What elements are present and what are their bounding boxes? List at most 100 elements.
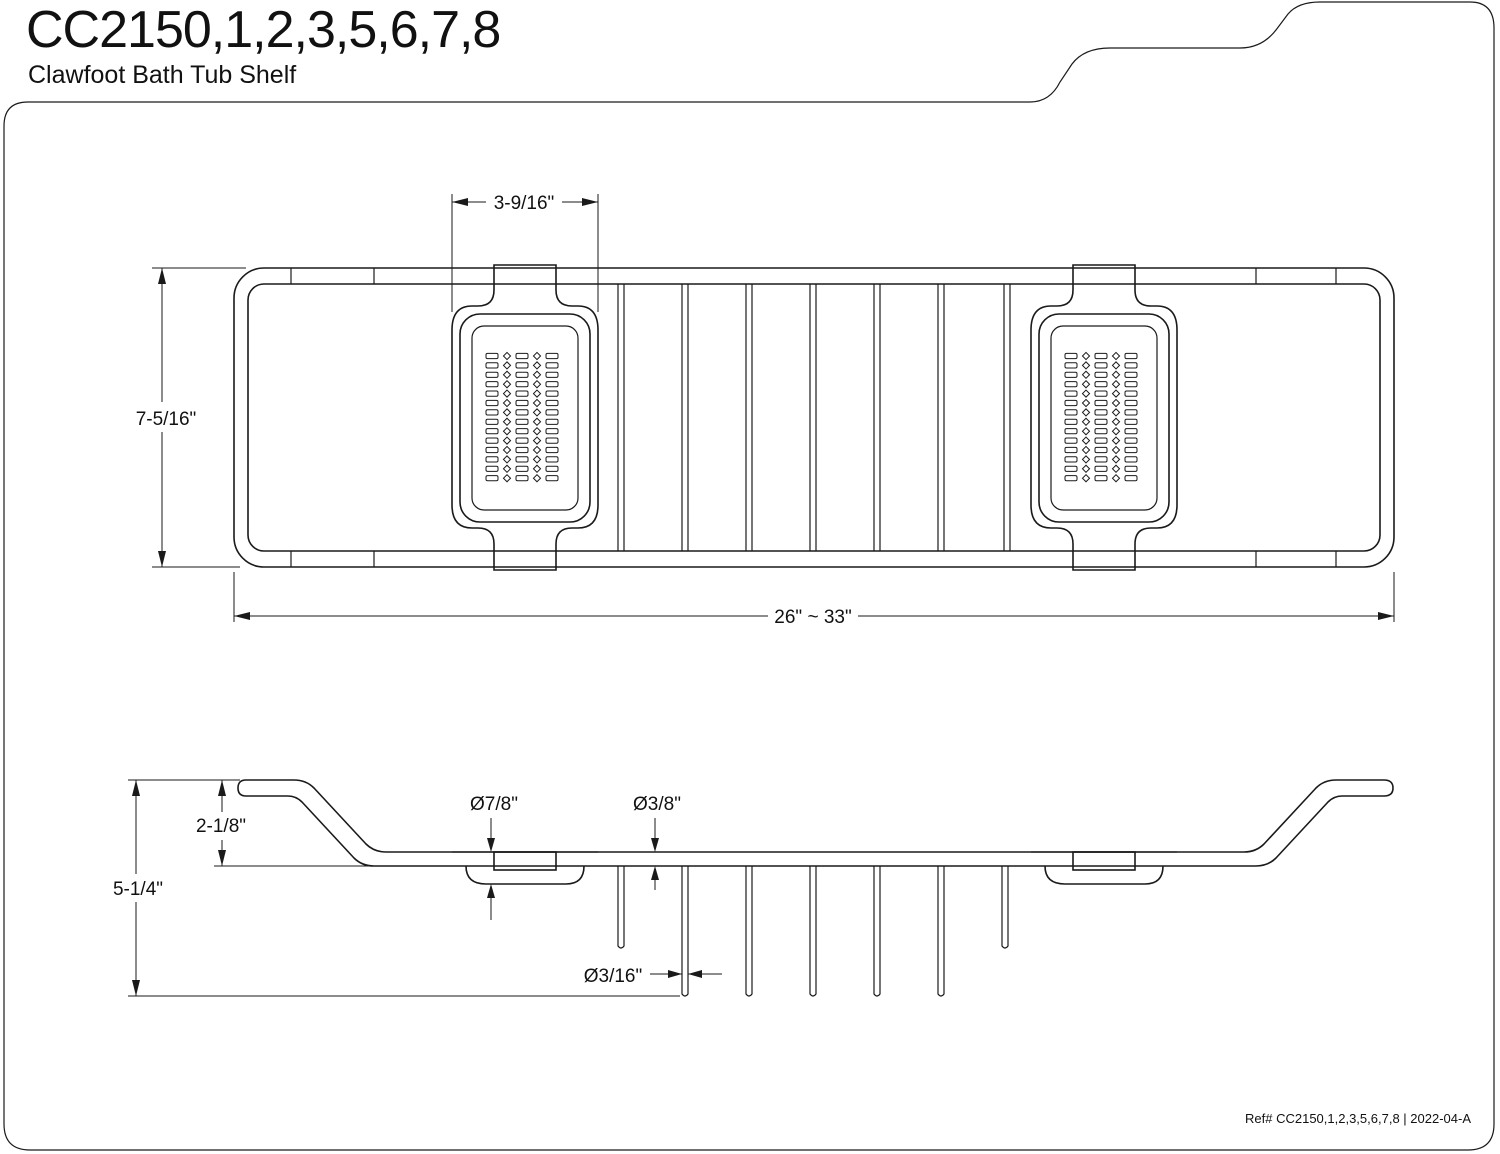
drain-slot xyxy=(515,475,529,482)
drain-slot xyxy=(1124,362,1138,369)
drain-slot xyxy=(485,475,499,482)
top-view: 3-9/16" 7-5/16" 26" ~ 33" xyxy=(130,193,1395,628)
drain-hole xyxy=(502,351,512,361)
rod-side xyxy=(937,866,945,997)
drain-slot xyxy=(1064,352,1078,360)
drain-slot xyxy=(545,399,559,407)
drain-hole xyxy=(532,436,542,445)
drain-hole xyxy=(532,445,542,455)
drain-hole xyxy=(1111,361,1121,370)
drain-slot xyxy=(1064,465,1078,472)
drain-hole xyxy=(1081,361,1091,370)
extension-joints xyxy=(290,268,1337,567)
drain-hole xyxy=(532,361,542,370)
drain-slot xyxy=(1064,437,1078,444)
drain-hole xyxy=(502,370,512,380)
drain-slot xyxy=(515,390,529,397)
drain-slot xyxy=(545,428,559,435)
drain-slot xyxy=(1064,409,1078,416)
dim-total-height: 5-1/4" xyxy=(104,779,680,997)
drain-hole xyxy=(502,398,512,408)
drain-slot xyxy=(515,362,529,369)
drain-slot xyxy=(485,409,499,416)
drain-slot xyxy=(1094,475,1108,482)
drain-slot xyxy=(515,428,529,435)
drain-hole xyxy=(1081,426,1091,436)
rod-side xyxy=(681,866,689,997)
frame-outer xyxy=(233,267,1395,568)
drain-hole xyxy=(502,436,512,445)
drain-hole xyxy=(1111,464,1121,474)
drain-slot xyxy=(515,352,529,360)
drain-hole xyxy=(532,464,542,474)
drain-slot xyxy=(1094,362,1108,369)
drain-slot xyxy=(485,371,499,378)
drain-hole xyxy=(532,408,542,417)
label-rise: 2-1/8" xyxy=(196,816,246,837)
drain-slot xyxy=(545,362,559,369)
drain-hole xyxy=(532,370,542,380)
drain-slot xyxy=(485,437,499,444)
drain-slot xyxy=(1094,381,1108,388)
dim-tray-diameter: Ø7/8" xyxy=(470,794,518,920)
drain-slot xyxy=(545,390,559,397)
drain-slot xyxy=(1094,409,1108,416)
drain-pattern-left xyxy=(485,351,559,483)
drain-slot xyxy=(1124,465,1138,472)
drain-hole xyxy=(1111,408,1121,417)
drain-slot xyxy=(1094,390,1108,397)
drain-slot xyxy=(545,381,559,388)
drain-slot xyxy=(1064,428,1078,435)
label-frame-diameter: Ø3/8" xyxy=(633,794,681,815)
drain-slot xyxy=(1124,399,1138,407)
drain-hole xyxy=(1081,436,1091,445)
label-total-height: 5-1/4" xyxy=(113,879,163,900)
drain-hole xyxy=(1081,445,1091,455)
drain-hole xyxy=(1081,464,1091,474)
drain-slot xyxy=(545,418,559,425)
drain-slot xyxy=(1124,352,1138,360)
drain-slot xyxy=(485,381,499,388)
dim-tray-width: 3-9/16" xyxy=(451,193,599,312)
drain-slot xyxy=(545,409,559,416)
drain-slot xyxy=(545,456,559,463)
drain-hole xyxy=(502,379,512,389)
dim-rod-diameter: Ø3/16" xyxy=(584,966,722,987)
label-tray-diameter: Ø7/8" xyxy=(470,794,518,815)
drain-slot xyxy=(485,352,499,360)
drain-hole xyxy=(502,417,512,427)
frame-inner xyxy=(247,283,1381,552)
tray-profile-left xyxy=(452,851,598,885)
drain-slot xyxy=(1124,381,1138,388)
drain-hole xyxy=(1081,473,1091,483)
reference-number: Ref# CC2150,1,2,3,5,6,7,8 | 2022-04-A xyxy=(1245,1111,1471,1126)
drain-hole xyxy=(502,361,512,370)
rod-side xyxy=(617,866,625,949)
drain-hole xyxy=(532,398,542,408)
drain-hole xyxy=(502,473,512,483)
drain-slot xyxy=(515,399,529,407)
drain-slot xyxy=(1124,456,1138,463)
drain-slot xyxy=(1064,399,1078,407)
drain-slot xyxy=(515,371,529,378)
rod-side xyxy=(809,866,817,997)
label-rod-diameter: Ø3/16" xyxy=(584,966,643,987)
drain-slot xyxy=(1124,437,1138,444)
drain-hole xyxy=(1081,417,1091,427)
sheet-border xyxy=(3,1,1495,1151)
dim-rise: 2-1/8" xyxy=(190,779,376,867)
drain-slot xyxy=(485,390,499,397)
drain-slot xyxy=(1094,446,1108,454)
drain-slot xyxy=(1124,446,1138,454)
drain-hole xyxy=(1081,351,1091,361)
drain-slot xyxy=(485,446,499,454)
rods-side xyxy=(617,866,1009,997)
drain-hole xyxy=(502,389,512,398)
rods-top xyxy=(617,284,1011,551)
drain-slot xyxy=(1094,371,1108,378)
drain-slot xyxy=(1124,390,1138,397)
drain-hole xyxy=(1081,379,1091,389)
dim-depth: 7-5/16" xyxy=(130,267,246,568)
drain-slot xyxy=(1064,456,1078,463)
